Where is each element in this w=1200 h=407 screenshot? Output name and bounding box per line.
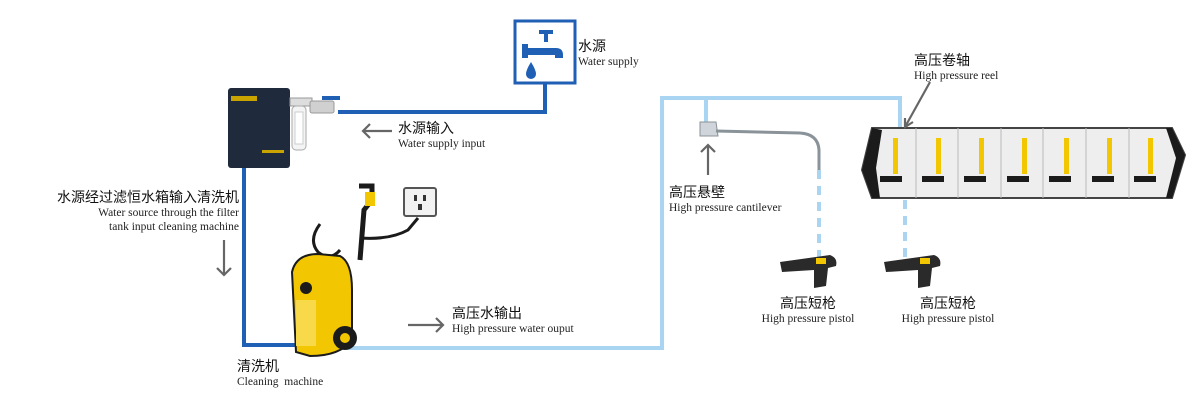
cantilever-en: High pressure cantilever [669,202,782,214]
pistol-2-label: 高压短枪 High pressure pistol [886,296,1010,326]
cantilever-arm [699,121,821,170]
filter-input-label: 水源经过滤恒水箱输入清洗机 Water source through the f… [5,190,239,234]
arrow-icon-water-output [408,317,445,333]
filter-input-en-2: tank input cleaning machine [109,221,239,233]
cleaning-machine-en: Cleaning machine [237,376,324,388]
water-supply-label: 水源 Water supply [578,39,639,69]
water-output-label: 高压水输出 High pressure water ouput [452,306,574,336]
spray-gun-icon [780,255,837,288]
cleaning-machine [290,183,420,358]
water-supply-input-en: Water supply input [398,138,486,150]
high-pressure-output-pipe [318,96,902,350]
water-supply-en: Water supply [578,56,639,68]
pistol-2-cn: 高压短枪 [920,296,976,312]
spray-gun-icon-2 [884,255,941,288]
pistol-1-cn: 高压短枪 [780,296,836,312]
reel-cn: 高压卷轴 [914,53,970,69]
water-output-cn: 高压水输出 [452,306,522,322]
arrows [216,81,931,333]
water-supply-input-cn: 水源输入 [398,121,454,137]
reel-label: 高压卷轴 High pressure reel [914,53,998,83]
water-output-en: High pressure water ouput [452,323,574,335]
filter-tank [228,88,340,168]
water-supply-pipe [338,82,547,114]
reel-en: High pressure reel [914,70,999,82]
filter-input-cn: 水源经过滤恒水箱输入清洗机 [57,190,239,206]
water-supply-cn: 水源 [578,39,606,55]
arrow-icon-supply-input [361,123,392,139]
pistol-2-en: High pressure pistol [901,313,995,325]
faucet-icon [513,19,577,85]
power-socket-icon [403,187,437,217]
arrow-icon-reel-pointer [903,81,931,129]
cantilever-cn: 高压悬壁 [669,185,725,201]
water-supply-input-label: 水源输入 Water supply input [398,121,485,151]
cantilever-label: 高压悬壁 High pressure cantilever [669,185,781,215]
arrow-icon-cantilever-up [700,143,716,175]
filter-to-machine-pipe [242,168,300,347]
cleaning-machine-label: 清洗机 Cleaning machine [237,359,323,389]
cleaning-machine-cn: 清洗机 [237,359,279,375]
filter-input-en-1: Water source through the filter [98,207,239,219]
pistol-1-en: High pressure pistol [761,313,855,325]
reel-icon [860,127,1187,199]
pistol-1-label: 高压短枪 High pressure pistol [746,296,870,326]
arrow-icon-filter-down [216,240,232,277]
